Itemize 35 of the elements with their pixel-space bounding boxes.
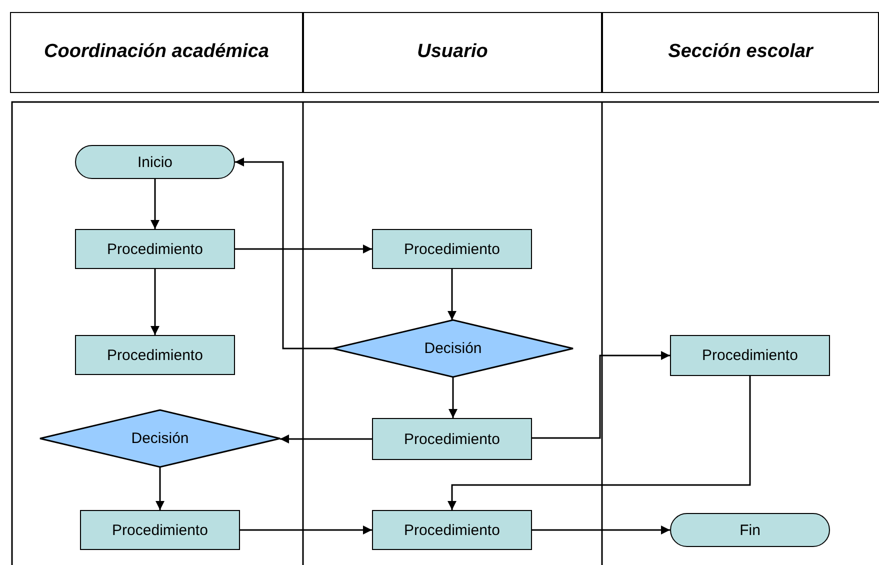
node-text: Decisión xyxy=(424,340,482,357)
arrow xyxy=(448,377,458,418)
process-box xyxy=(372,510,532,550)
arrow xyxy=(156,467,164,510)
node-text: Coordinación académica xyxy=(44,42,269,63)
terminator xyxy=(670,513,830,547)
arrow xyxy=(150,179,160,229)
node-text: Usuario xyxy=(417,42,488,63)
node-text: Procedimiento xyxy=(404,522,500,538)
arrow xyxy=(235,158,333,350)
process-box xyxy=(372,229,532,269)
arrow xyxy=(235,244,372,254)
arrow xyxy=(280,434,372,444)
process-box xyxy=(372,418,532,460)
node-text: Procedimiento xyxy=(404,240,500,258)
node-text: Procedimiento xyxy=(107,346,203,364)
node-text: Procedimiento xyxy=(112,522,208,538)
node-text: Sección escolar xyxy=(668,42,813,63)
arrow xyxy=(240,526,372,534)
arrow xyxy=(448,269,456,320)
arrow xyxy=(532,351,670,439)
arrow xyxy=(532,526,670,534)
node-text: Decisión xyxy=(131,430,189,447)
terminator xyxy=(75,145,235,179)
node-text: Inicio xyxy=(137,154,173,170)
arrow xyxy=(150,269,160,335)
node-text: Procedimiento xyxy=(107,240,203,258)
process-box xyxy=(75,229,235,269)
process-box xyxy=(80,510,240,550)
node-text: Procedimiento xyxy=(702,347,798,364)
arrow xyxy=(448,376,751,510)
process-box xyxy=(670,335,830,376)
node-text: Procedimiento xyxy=(404,430,500,448)
node-text: Fin xyxy=(740,522,760,538)
process-box xyxy=(75,335,235,375)
